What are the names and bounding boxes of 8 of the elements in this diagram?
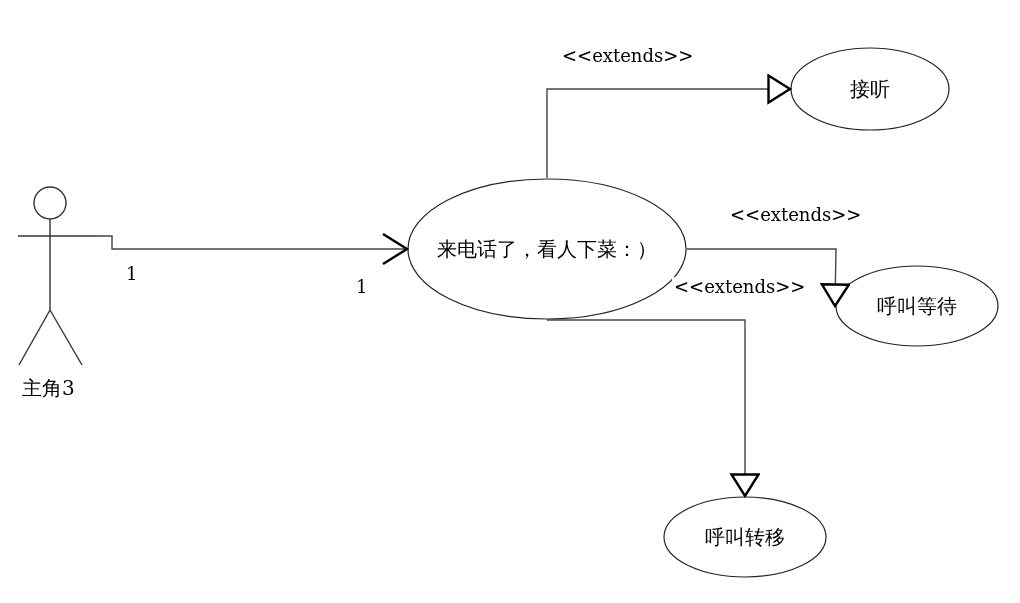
extend-arrow	[546, 74, 792, 179]
use-case-ellipse: 呼叫等待	[835, 265, 999, 347]
use-case-ellipse: 接听	[790, 47, 950, 131]
extend-arrow	[546, 319, 760, 498]
actor-name: 主角3	[22, 375, 75, 402]
association-line	[96, 232, 409, 266]
use-case-ellipse: 呼叫转移	[663, 496, 827, 578]
extend-arrow	[686, 248, 851, 308]
